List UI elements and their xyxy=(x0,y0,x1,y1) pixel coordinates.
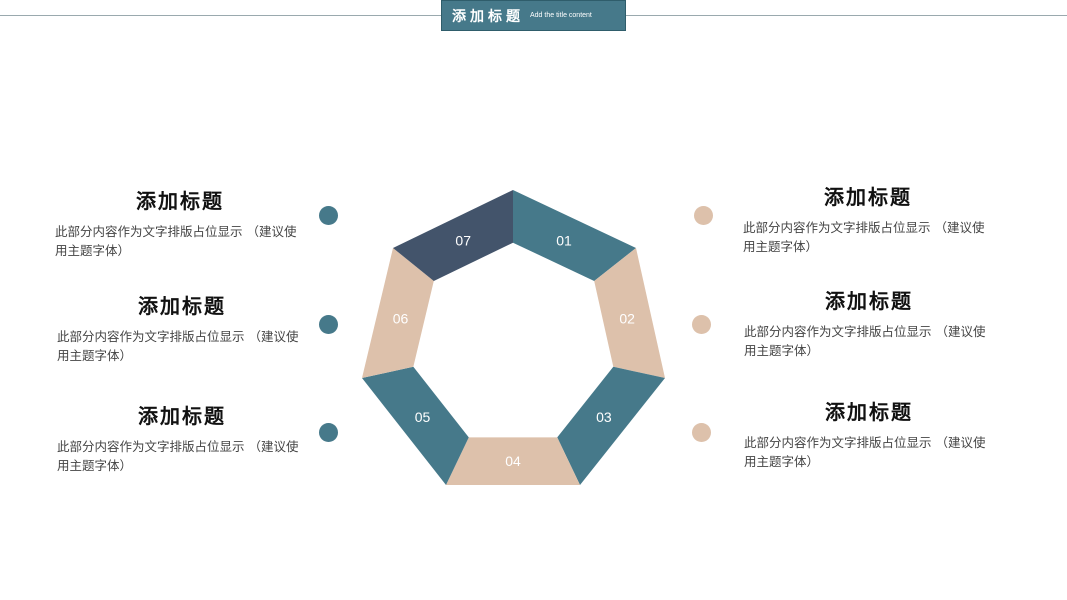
right-dot-2 xyxy=(692,315,711,334)
right-dot-3 xyxy=(692,423,711,442)
segment-number-01: 01 xyxy=(556,232,572,248)
segment-number-04: 04 xyxy=(505,453,521,469)
page-subtitle: Add the title content xyxy=(530,12,592,19)
heptagon-segment-02 xyxy=(594,248,665,378)
left-dot-1 xyxy=(319,206,338,225)
heptagon-segment-01 xyxy=(513,190,636,281)
segment-number-02: 02 xyxy=(619,310,635,326)
heptagon-segment-03 xyxy=(557,366,665,485)
right-item-3-desc: 此部分内容作为文字排版占位显示 （建议使用主题字体） xyxy=(744,435,986,469)
left-item-3: 添加标题 此部分内容作为文字排版占位显示 （建议使用主题字体） xyxy=(57,400,307,475)
left-dot-2 xyxy=(319,315,338,334)
segment-number-03: 03 xyxy=(596,409,612,425)
right-item-2: 添加标题 此部分内容作为文字排版占位显示 （建议使用主题字体） xyxy=(744,285,994,360)
right-dot-1 xyxy=(694,206,713,225)
left-item-2-desc: 此部分内容作为文字排版占位显示 （建议使用主题字体） xyxy=(57,329,299,363)
left-dot-3 xyxy=(319,423,338,442)
left-item-3-desc: 此部分内容作为文字排版占位显示 （建议使用主题字体） xyxy=(57,439,299,473)
left-item-2-title: 添加标题 xyxy=(138,294,226,318)
heptagon-segment-06 xyxy=(362,248,434,378)
right-item-1-desc: 此部分内容作为文字排版占位显示 （建议使用主题字体） xyxy=(743,220,985,254)
segment-number-05: 05 xyxy=(415,409,431,425)
left-item-1-title: 添加标题 xyxy=(136,189,224,213)
heptagon-segment-07 xyxy=(393,190,513,281)
right-item-2-desc: 此部分内容作为文字排版占位显示 （建议使用主题字体） xyxy=(744,324,986,358)
left-item-3-title: 添加标题 xyxy=(138,404,226,428)
right-item-2-title: 添加标题 xyxy=(825,289,913,313)
heptagon-segment-04 xyxy=(446,437,580,485)
left-item-1: 添加标题 此部分内容作为文字排版占位显示 （建议使用主题字体） xyxy=(55,185,305,260)
right-item-3-title: 添加标题 xyxy=(825,400,913,424)
title-bar: 添加标题 Add the title content xyxy=(441,0,626,31)
left-item-2: 添加标题 此部分内容作为文字排版占位显示 （建议使用主题字体） xyxy=(57,290,307,365)
segment-number-07: 07 xyxy=(455,232,471,248)
segment-number-06: 06 xyxy=(393,310,409,326)
right-item-1-title: 添加标题 xyxy=(824,185,912,209)
page-title: 添加标题 xyxy=(452,8,524,25)
heptagon-segment-05 xyxy=(362,366,469,485)
right-item-3: 添加标题 此部分内容作为文字排版占位显示 （建议使用主题字体） xyxy=(744,396,994,471)
right-item-1: 添加标题 此部分内容作为文字排版占位显示 （建议使用主题字体） xyxy=(743,181,993,256)
left-item-1-desc: 此部分内容作为文字排版占位显示 （建议使用主题字体） xyxy=(55,224,297,258)
